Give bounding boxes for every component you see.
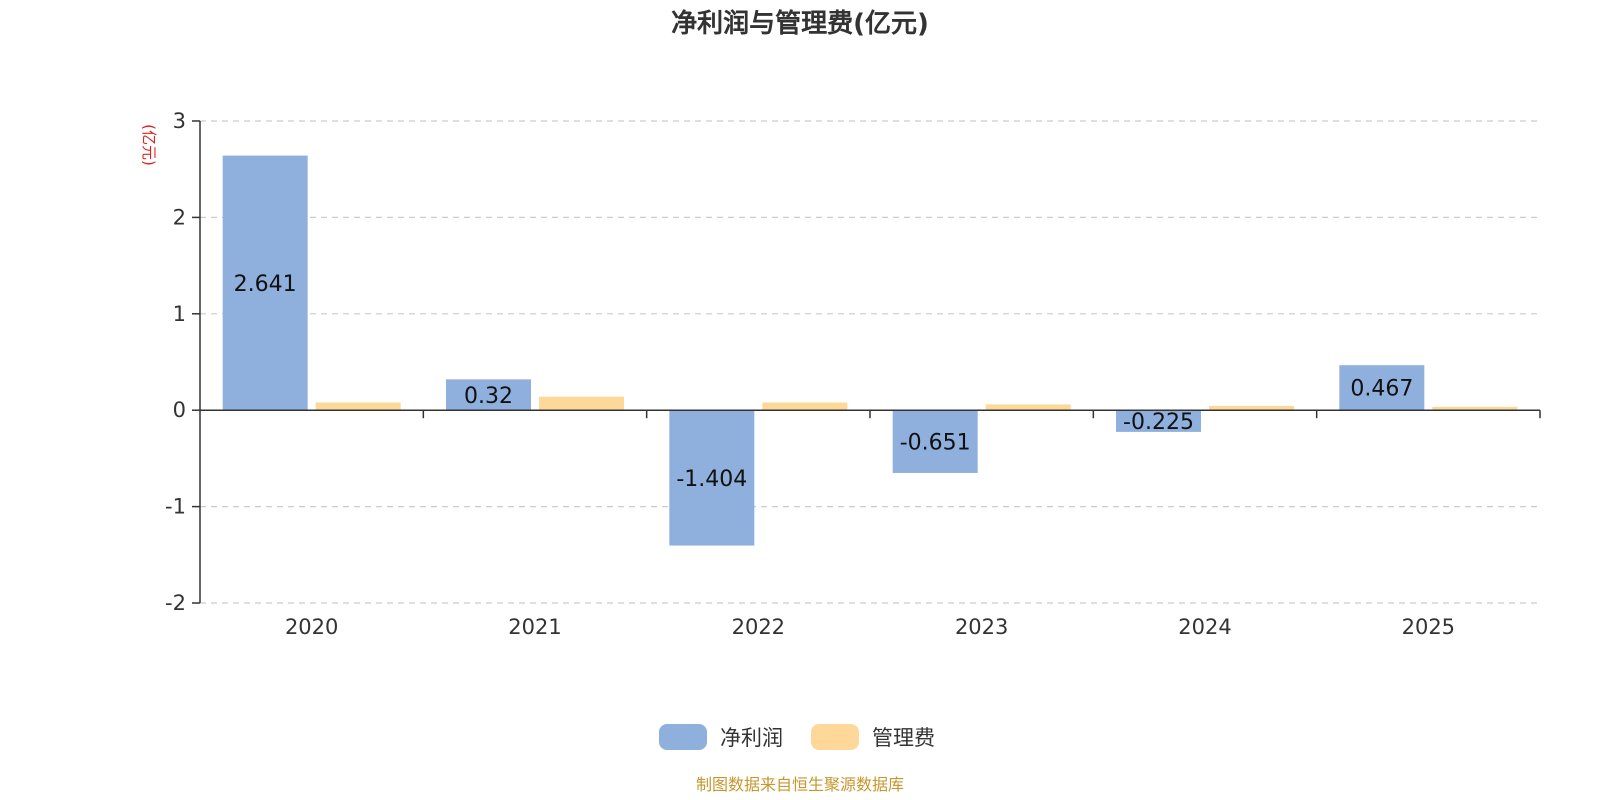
legend-swatch-0[interactable]: [659, 724, 707, 750]
bar-series1-2025[interactable]: [1432, 406, 1518, 411]
bar-series1-2021[interactable]: [539, 396, 624, 411]
bar-series0-2024[interactable]: [1116, 410, 1201, 432]
x-tick-label-2023: 2023: [955, 615, 1008, 639]
data-labels: 2.641 0.32 -1.404 -0.651 -0.225 0.467: [234, 272, 1414, 492]
data-label-2022: -1.404: [676, 467, 747, 492]
y-tick-label-3: 1: [173, 302, 186, 326]
legend-label-0[interactable]: 净利润: [720, 726, 783, 750]
legend-label-1[interactable]: 管理费: [872, 726, 935, 750]
data-label-2020: 2.641: [234, 272, 297, 297]
bar-series0-2025[interactable]: [1339, 365, 1425, 411]
x-tick-label-2024: 2024: [1178, 615, 1231, 639]
bar-series1-2024[interactable]: [1209, 405, 1294, 411]
bar-series0-2020[interactable]: [222, 155, 308, 411]
bar-series0-2021[interactable]: [446, 379, 531, 411]
legend[interactable]: 净利润 管理费: [659, 724, 935, 750]
source-note: 制图数据来自恒生聚源数据库: [696, 775, 904, 794]
y-axis-unit-label: (亿元): [140, 124, 158, 166]
data-label-2025: 0.467: [1350, 377, 1413, 402]
x-tick-label-2021: 2021: [508, 615, 561, 639]
bar-series1-2023[interactable]: [985, 404, 1071, 411]
y-tick-label-1: -1: [165, 495, 186, 519]
data-label-2024: -0.225: [1123, 410, 1194, 435]
bars: [222, 155, 1518, 546]
bar-series1-2022[interactable]: [762, 402, 848, 411]
legend-swatch-1[interactable]: [811, 724, 859, 750]
chart-title: 净利润与管理费(亿元): [671, 8, 929, 39]
y-tick-label-2: 0: [173, 398, 186, 422]
x-tick-label-2020: 2020: [285, 615, 338, 639]
bar-series1-2020[interactable]: [315, 402, 401, 411]
y-tick-label-4: 2: [173, 205, 186, 229]
data-label-2023: -0.651: [900, 431, 971, 456]
data-label-2021: 0.32: [464, 384, 513, 409]
axes: -2 -1 0 1 2 3 2020 2021 2022 2023 2024 2025: [165, 109, 1541, 639]
y-tick-label-0: -2: [165, 591, 186, 615]
x-tick-label-2022: 2022: [732, 615, 785, 639]
bar-series0-2023[interactable]: [892, 410, 978, 473]
grid-lines: [200, 120, 1540, 604]
x-tick-label-2025: 2025: [1402, 615, 1455, 639]
y-tick-label-5: 3: [173, 109, 186, 133]
bar-series0-2022[interactable]: [669, 410, 755, 546]
